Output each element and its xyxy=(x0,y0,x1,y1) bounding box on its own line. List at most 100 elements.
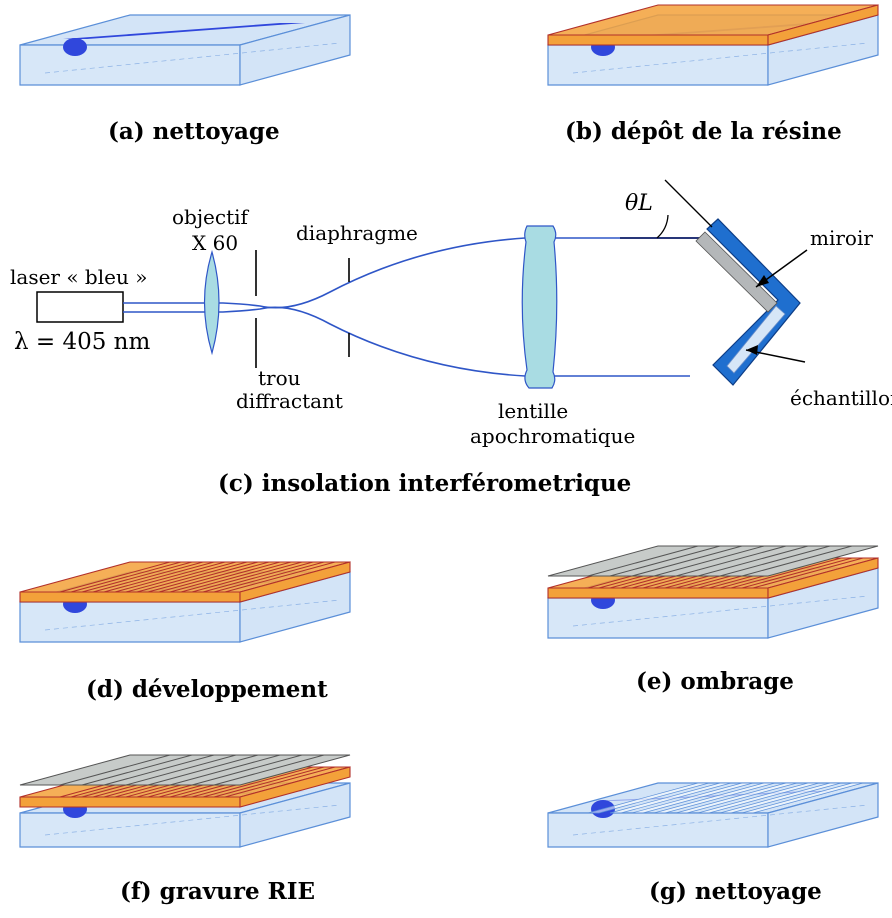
block-f-etching xyxy=(19,754,351,848)
metal-ridge xyxy=(631,545,743,577)
beam-lower xyxy=(210,306,690,377)
hidden-edge xyxy=(44,804,341,836)
grating-groove xyxy=(169,561,281,593)
apochromatic-lens xyxy=(521,225,558,389)
hidden-edge xyxy=(572,804,869,836)
sample-arrowhead xyxy=(746,345,758,355)
pinhole-label-1: trou xyxy=(258,366,301,390)
hidden-edge xyxy=(44,599,341,631)
waveguide-end xyxy=(63,38,87,56)
angle-arc xyxy=(656,214,669,239)
waveguide xyxy=(63,23,305,39)
resin-side xyxy=(767,4,879,46)
block-a-cleaning xyxy=(19,14,351,86)
sample-plate xyxy=(726,305,786,374)
mirror xyxy=(695,231,778,313)
sample-label: échantillon xyxy=(790,386,892,410)
block-b-resin xyxy=(547,4,879,86)
magnification-label: X 60 xyxy=(192,231,238,255)
metal-top xyxy=(19,754,351,786)
grating-ridge xyxy=(741,782,864,814)
caption-b: (b) dépôt de la résine xyxy=(565,118,842,145)
grating-groove xyxy=(92,561,204,593)
metal-ridge xyxy=(609,545,721,577)
grating-groove xyxy=(730,557,842,589)
mirror-holder xyxy=(706,218,801,386)
objective-label: objectif xyxy=(172,205,250,229)
substrate-front xyxy=(19,601,241,643)
grating-groove xyxy=(202,561,314,593)
resin-front xyxy=(547,34,769,46)
substrate-front xyxy=(547,44,769,86)
laser-box xyxy=(36,291,124,323)
substrate-front xyxy=(547,812,769,848)
grating-groove xyxy=(158,561,270,593)
block-g-cleaning xyxy=(547,782,879,848)
metal-ridge xyxy=(147,754,259,786)
hidden-edge xyxy=(572,42,869,74)
metal-ridge xyxy=(675,545,787,577)
mirror-label: miroir xyxy=(810,226,873,250)
grating-groove xyxy=(741,557,853,589)
pinhole-label-2: diffractant xyxy=(236,389,343,413)
grating-groove xyxy=(224,561,336,593)
block-d-development xyxy=(19,561,351,643)
substrate-front xyxy=(547,597,769,639)
optical-setup: laser « bleu » λ = 405 nm objectif X 60 … xyxy=(10,179,892,448)
grating-groove xyxy=(202,766,314,798)
metal-ridge xyxy=(59,754,171,786)
resin-front xyxy=(19,591,241,603)
grating-groove xyxy=(752,557,864,589)
grating-groove xyxy=(125,561,237,593)
grating-groove xyxy=(191,561,303,593)
substrate-side xyxy=(239,14,351,86)
metal-ridge xyxy=(697,545,809,577)
metal-ridge xyxy=(213,754,325,786)
laser-beam xyxy=(123,302,210,313)
beam-upper xyxy=(210,237,620,309)
substrate-side xyxy=(767,782,879,848)
substrate-front xyxy=(19,812,241,848)
caption-e: (e) ombrage xyxy=(636,668,794,695)
grating-groove xyxy=(147,561,259,593)
lens-label-2: apochromatique xyxy=(470,424,635,448)
wavelength-label: λ = 405 nm xyxy=(14,329,150,355)
caption-f: (f) gravure RIE xyxy=(120,878,316,905)
grating-ridge xyxy=(675,782,798,814)
metal-ridge xyxy=(191,754,303,786)
grating-groove xyxy=(180,561,292,593)
metal-ridge xyxy=(719,545,831,577)
resin-front xyxy=(19,796,241,808)
resin-front xyxy=(547,587,769,599)
metal-ridge xyxy=(125,754,237,786)
block-e-shadowing xyxy=(547,545,879,639)
grating-groove xyxy=(81,561,193,593)
grating-groove xyxy=(114,561,226,593)
grating-groove xyxy=(70,561,182,593)
grating-ridge xyxy=(631,782,754,814)
theta-label: θL xyxy=(625,191,653,216)
grating-groove xyxy=(103,561,215,593)
substrate-front xyxy=(19,44,241,86)
mirror-arrowhead xyxy=(756,275,769,287)
metal-ridge xyxy=(81,754,193,786)
metal-ridge xyxy=(653,545,765,577)
resin-side xyxy=(239,766,351,808)
caption-c: (c) insolation interférometrique xyxy=(218,470,632,497)
lens-label-1: lentille xyxy=(498,399,568,423)
metal-ridge xyxy=(169,754,281,786)
metal-ridge xyxy=(587,545,699,577)
grating-ridge xyxy=(719,782,842,814)
grating-ridge xyxy=(697,782,820,814)
grating-ridge xyxy=(653,782,776,814)
resin-side xyxy=(239,561,351,603)
caption-d: (d) développement xyxy=(86,676,328,703)
substrate-side xyxy=(239,782,351,848)
laser-label: laser « bleu » xyxy=(10,265,147,289)
grating-groove xyxy=(213,766,325,798)
resin-side xyxy=(767,557,879,599)
hidden-edge xyxy=(44,42,341,74)
grating-groove xyxy=(59,561,171,593)
diaphragm-label: diaphragme xyxy=(296,221,418,245)
